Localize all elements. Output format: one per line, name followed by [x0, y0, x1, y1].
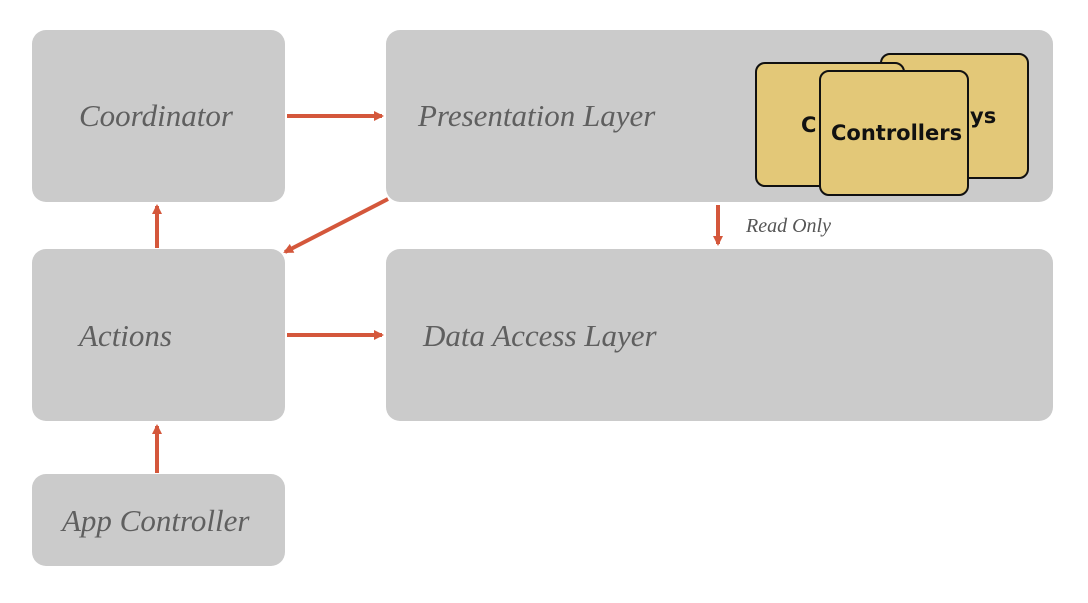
card-back-right-label: ys — [970, 104, 997, 128]
actions-node: Actions — [32, 249, 285, 421]
data-access-layer-label: Data Access Layer — [423, 318, 657, 353]
card-controllers-label: Controllers — [831, 121, 963, 145]
presentation-layer-label: Presentation Layer — [418, 98, 656, 133]
arrow-presentation-to-actions — [283, 197, 389, 254]
coordinator-label: Coordinator — [79, 98, 233, 133]
app-controller-label: App Controller — [62, 503, 250, 538]
coordinator-node: Coordinator — [32, 30, 285, 202]
data-access-layer-node: Data Access Layer — [386, 249, 1053, 421]
read-only-label: Read Only — [746, 215, 831, 237]
actions-label: Actions — [79, 318, 172, 353]
card-back-left-label: C — [801, 112, 817, 137]
card-controllers: Controllers — [819, 70, 969, 196]
app-controller-node: App Controller — [32, 474, 285, 566]
